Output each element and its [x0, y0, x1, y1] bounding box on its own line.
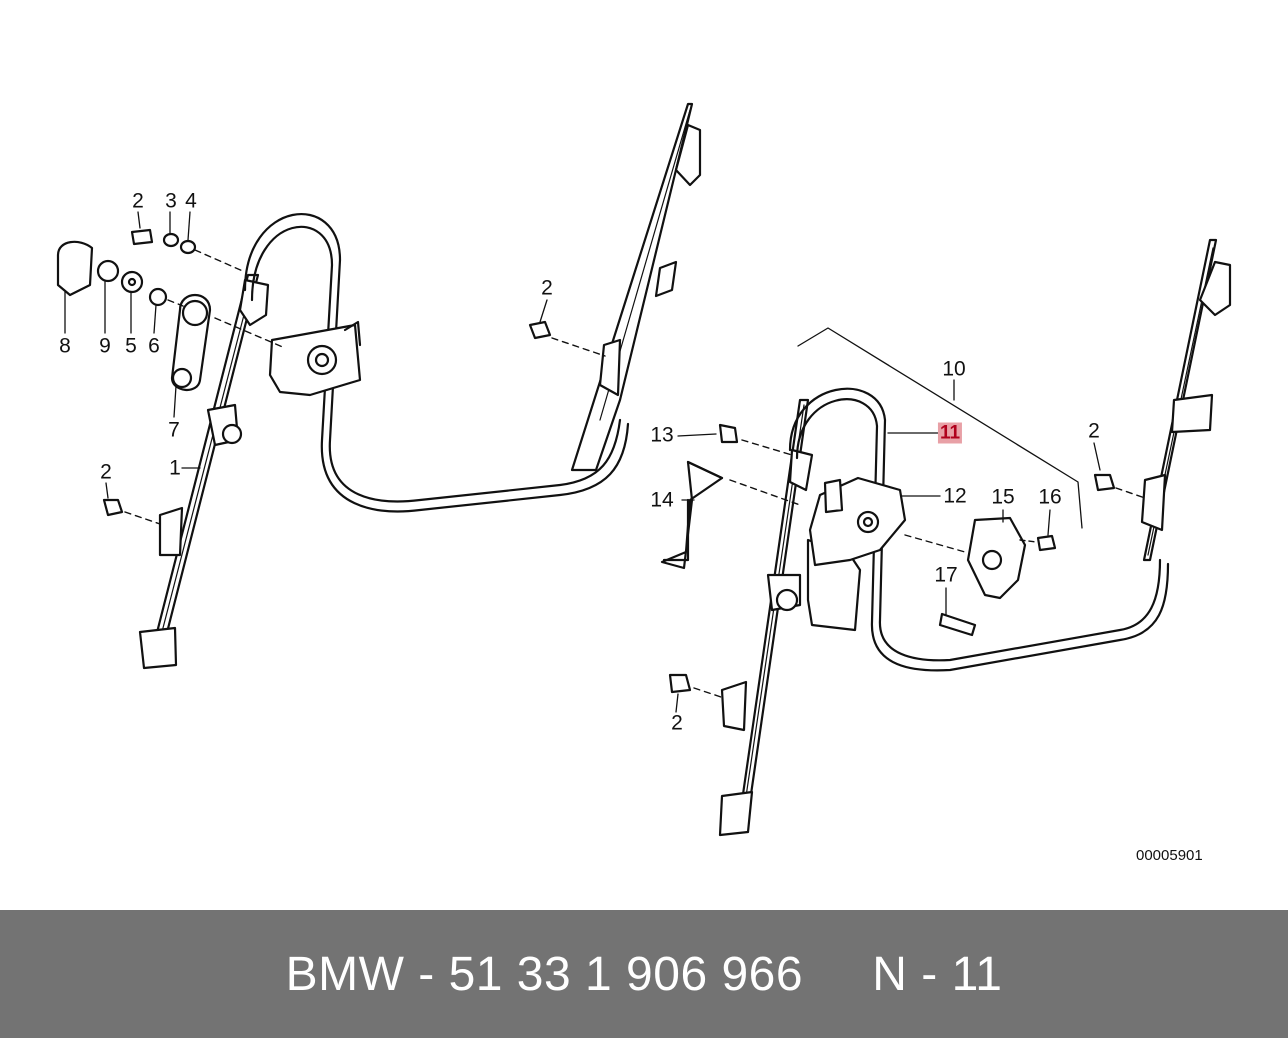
- right-cover: [938, 516, 1057, 637]
- callout-right-11-highlighted[interactable]: 11: [937, 422, 963, 444]
- left-front-rail: [138, 273, 270, 670]
- right-guide-rail: [1140, 238, 1232, 562]
- left-leader-lines: [64, 211, 548, 499]
- right-cable-loop: [788, 387, 1170, 672]
- left-drive-unit: [268, 320, 362, 397]
- callout-right-17: 17: [934, 563, 958, 587]
- left-guide-rail: [570, 102, 702, 472]
- right-bracket-10: [797, 327, 1083, 529]
- callout-left-7: 7: [168, 418, 180, 442]
- left-chain: [170, 294, 212, 391]
- callout-right-15: 15: [991, 485, 1015, 509]
- right-fasteners: [668, 423, 1146, 699]
- callout-left-2b: 2: [100, 460, 112, 484]
- right-crank: [660, 460, 801, 570]
- callout-right-13: 13: [650, 423, 674, 447]
- callout-left-3: 3: [165, 189, 177, 213]
- parts-diagram: 2 3 4 8 9 5 6 7 1 2 2 10 13 11 2 14 12 1…: [56, 102, 1232, 864]
- callout-right-2b: 2: [671, 711, 683, 735]
- callout-left-8: 8: [59, 334, 71, 358]
- left-fasteners: [56, 228, 606, 525]
- right-leader-lines: [675, 379, 1101, 713]
- callout-right-16: 16: [1038, 485, 1062, 509]
- callout-right-2a: 2: [1088, 419, 1100, 443]
- part-number-caption: BMW - 51 33 1 906 966 N - 11: [285, 947, 1003, 1001]
- callout-left-6: 6: [148, 334, 160, 358]
- callout-left-1: 1: [169, 456, 181, 480]
- callout-left-5: 5: [125, 334, 137, 358]
- left-cable-loop: [243, 212, 630, 513]
- callout-left-4: 4: [185, 189, 197, 213]
- callout-right-14: 14: [650, 488, 674, 512]
- callout-right-10: 10: [942, 357, 966, 381]
- part-number-caption-bar: BMW - 51 33 1 906 966 N - 11: [0, 910, 1288, 1038]
- right-motor: [806, 476, 966, 632]
- window-regulator-drawing: [56, 102, 1232, 837]
- right-front-rail: [718, 398, 814, 837]
- callout-left-2c: 2: [541, 276, 553, 300]
- callout-right-12: 12: [943, 484, 967, 508]
- drawing-number: 00005901: [1136, 847, 1203, 864]
- callout-left-9: 9: [99, 334, 111, 358]
- callout-left-2a: 2: [132, 189, 144, 213]
